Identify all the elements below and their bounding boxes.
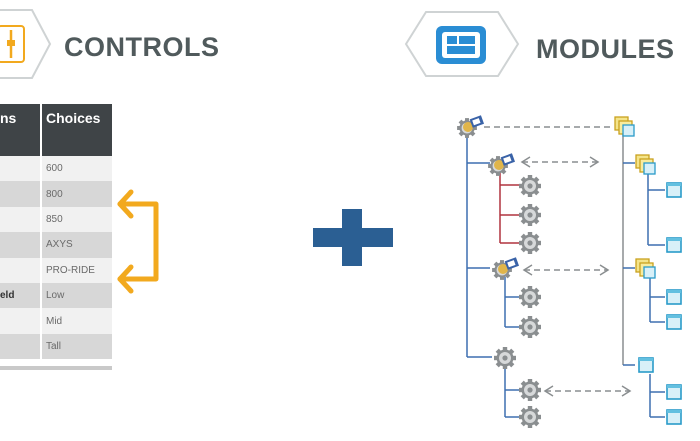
folder-module-icon [614,116,635,137]
double-arrow-icon [520,156,600,168]
correspondence-arrows [484,126,632,397]
double-arrow-icon [522,264,610,276]
choice-cell: 600 [40,156,112,182]
table-row: 600 [0,156,112,182]
module-box-icon [638,357,654,373]
options-table: ns Choices 600 800 850 AXYS PRO-RIDE eld… [0,104,112,360]
option-cell [0,308,41,334]
table-row: Tall [0,333,112,360]
module-box-icon [666,384,682,400]
gear-icon [519,286,541,308]
gear-icon [519,232,541,254]
gear-icon [519,204,541,226]
option-cell [0,257,41,283]
table-bottom-border [0,366,112,370]
table-header-options: ns [0,104,41,156]
modules-badge [404,11,520,77]
gear-icon [519,316,541,338]
module-box-icon [666,182,682,198]
table-row: 800 [0,181,112,207]
double-arrow-bracket-icon [117,189,159,294]
gear-assembly-icon [457,115,484,138]
choice-cell: AXYS [40,232,112,258]
modules-heading: MODULES [536,34,675,64]
table-row: PRO-RIDE [0,257,112,283]
plus-icon [313,209,393,266]
table-row: Mid [0,308,112,334]
option-cell [0,232,41,258]
option-cell [0,181,41,207]
folder-module-icon [635,258,656,279]
module-card-icon [436,26,486,64]
double-arrow-icon [543,385,632,397]
gear-icon [494,347,516,369]
choice-cell: Mid [40,308,112,334]
table-row: AXYS [0,232,112,258]
folder-module-icon [635,154,656,175]
module-tree [622,134,665,418]
option-cell [0,206,41,233]
module-box-icon [666,314,682,330]
option-cell [0,333,41,360]
choice-cell: 850 [40,206,112,233]
slider-icon [0,25,25,63]
option-cell: eld [0,282,41,309]
gear-icon [519,406,541,428]
gear-assembly-icon [492,257,519,280]
controls-badge [0,9,52,79]
option-cell [0,156,41,182]
module-box-icon [666,289,682,305]
module-box-icon [666,237,682,253]
table-row: 850 [0,206,112,233]
gear-icon [519,379,541,401]
gear-assembly-icon [488,153,515,176]
choice-cell: 800 [40,181,112,207]
table-header-choices: Choices [40,104,112,156]
choice-cell: Tall [40,333,112,360]
controls-heading: CONTROLS [64,32,220,62]
choice-cell: Low [40,282,112,309]
gear-assembly-tree [466,134,520,418]
gear-icon [519,175,541,197]
choice-cell: PRO-RIDE [40,257,112,283]
module-box-icon [666,409,682,425]
